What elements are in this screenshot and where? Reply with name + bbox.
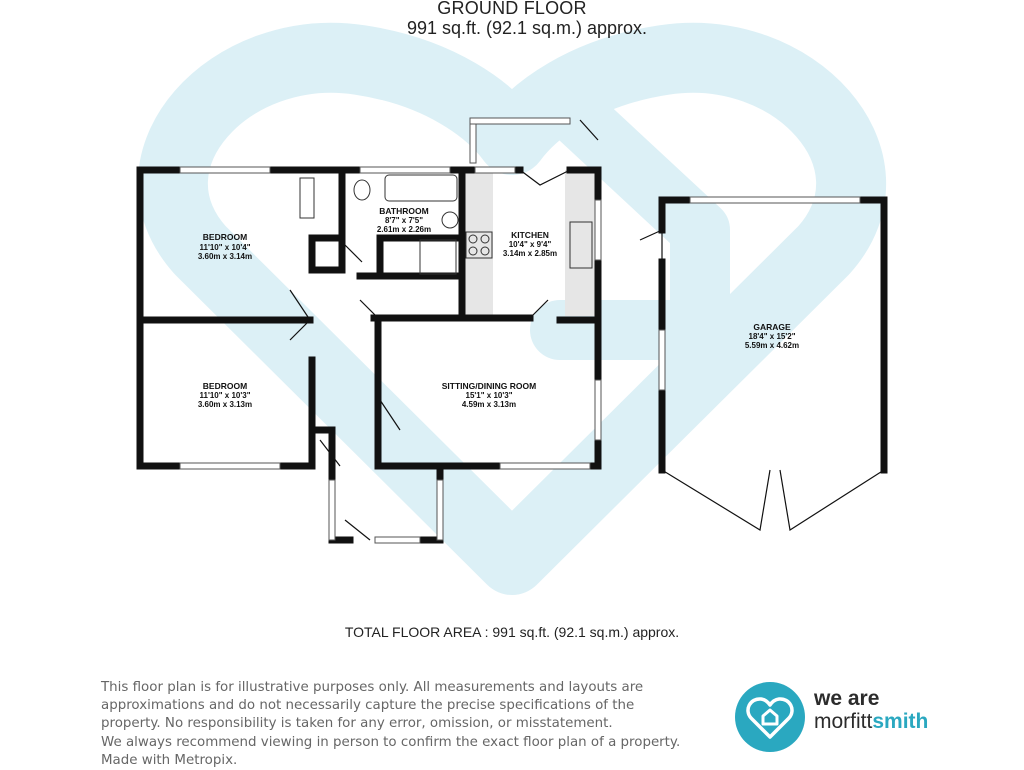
disclaimer-line: approximations and do not necessarily ca… — [101, 698, 635, 714]
sitting-name: SITTING/DINING ROOM — [442, 381, 536, 391]
bedroom1-imperial: 11'10" x 10'4" — [200, 243, 251, 252]
floor-area: 991 sq.ft. (92.1 sq.m.) approx. — [406, 18, 648, 38]
disclaimer-line: This floor plan is for illustrative purp… — [101, 680, 644, 695]
kitchen-metric: 3.14m x 2.85m — [503, 249, 557, 258]
sitting-metric: 4.59m x 3.13m — [462, 400, 516, 409]
windows — [179, 117, 861, 544]
brand-name-part1: morfitt — [814, 710, 873, 733]
disclaimer-line: property. No responsibility is taken for… — [101, 716, 613, 732]
total-floor-area: TOTAL FLOOR AREA : 991 sq.ft. (92.1 sq.m… — [344, 624, 680, 640]
garage-imperial: 18'4" x 15'2" — [749, 332, 796, 341]
toilet-icon — [353, 179, 371, 201]
heart-house-icon — [735, 682, 805, 752]
walls — [136, 166, 888, 544]
bathroom-metric: 2.61m x 2.26m — [377, 225, 431, 234]
bathroom-imperial: 8'7" x 7'5" — [385, 216, 423, 225]
garage-metric: 5.59m x 4.62m — [745, 341, 799, 350]
fixtures — [299, 174, 593, 275]
hob-icon — [465, 231, 493, 259]
bedroom2-name: BEDROOM — [203, 381, 247, 391]
brand-name-part2: smith — [872, 710, 929, 733]
bedroom1-name: BEDROOM — [203, 232, 247, 242]
wardrobe-icon — [299, 177, 315, 219]
bathroom-name: BATHROOM — [379, 206, 428, 216]
plan-header: GROUND FLOOR 991 sq.ft. (92.1 sq.m.) app… — [0, 0, 1024, 39]
bedroom1-metric: 3.60m x 3.14m — [198, 252, 252, 261]
disclaimer-line: We always recommend viewing in person to… — [101, 734, 681, 750]
sink-icon — [569, 221, 593, 269]
kitchen-name: KITCHEN — [511, 230, 549, 240]
brand-name: morfittsmith — [814, 710, 928, 734]
bath-icon — [384, 174, 458, 202]
garage-name: GARAGE — [753, 322, 791, 332]
kitchen-worktop-left — [463, 170, 493, 316]
kitchen-imperial: 10'4" x 9'4" — [509, 240, 552, 249]
brand-tagline: we are — [814, 687, 880, 710]
room-labels: BEDROOM 11'10" x 10'4" 3.60m x 3.14m BAT… — [198, 206, 799, 409]
disclaimer: This floor plan is for illustrative purp… — [101, 679, 701, 770]
floor-title: GROUND FLOOR — [437, 0, 587, 18]
doors — [289, 119, 885, 541]
heart-watermark-icon — [137, 22, 887, 595]
disclaimer-line: Made with Metropix. — [101, 752, 238, 768]
bedroom2-imperial: 11'10" x 10'3" — [200, 391, 251, 400]
sitting-imperial: 15'1" x 10'3" — [466, 391, 513, 400]
basin-icon — [441, 211, 459, 229]
bedroom2-metric: 3.60m x 3.13m — [198, 400, 252, 409]
shower-icon — [419, 239, 457, 275]
brand-logo: we are morfittsmith — [734, 681, 974, 755]
